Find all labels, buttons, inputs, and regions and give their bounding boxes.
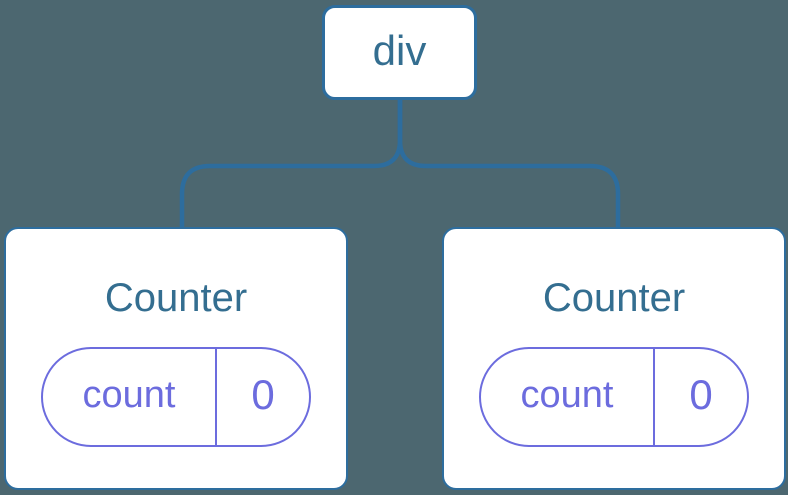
component-title: Counter <box>542 276 686 320</box>
root-node: div <box>322 5 477 100</box>
root-node-label: div <box>372 26 427 74</box>
state-value: 0 <box>215 349 309 445</box>
component-card: Counter count 0 <box>442 227 786 490</box>
state-pill: count 0 <box>479 347 749 447</box>
component-title: Counter <box>104 276 248 320</box>
component-card: Counter count 0 <box>4 227 348 490</box>
connector-left-branch <box>179 98 403 229</box>
state-key: count <box>520 374 614 416</box>
connector-right-branch <box>397 98 621 229</box>
state-value: 0 <box>653 349 747 445</box>
state-key: count <box>82 374 176 416</box>
state-pill: count 0 <box>41 347 311 447</box>
